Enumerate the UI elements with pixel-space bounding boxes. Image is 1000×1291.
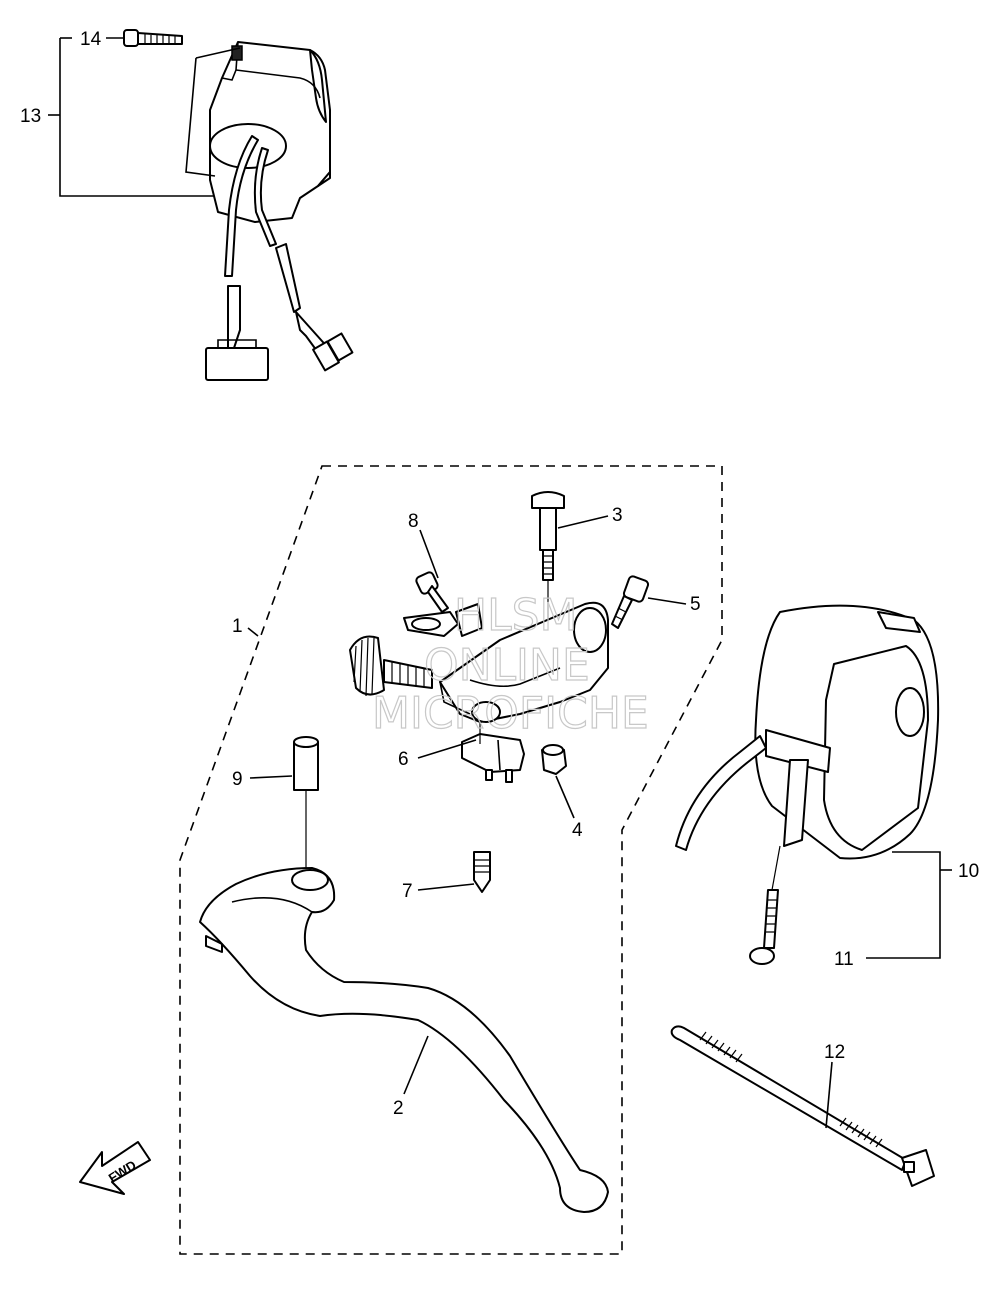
callout-11: 11 bbox=[834, 949, 854, 970]
kit-outline bbox=[179, 465, 723, 1255]
callout-6: 6 bbox=[398, 749, 409, 770]
callout-12: 12 bbox=[824, 1042, 845, 1063]
cable-tie bbox=[670, 1025, 935, 1187]
callout-4: 4 bbox=[572, 820, 583, 841]
watermark-line1: HLSM bbox=[454, 590, 578, 641]
callout-3: 3 bbox=[612, 505, 623, 526]
callout-8: 8 bbox=[408, 511, 419, 532]
switch-assembly-left bbox=[48, 29, 354, 381]
callout-2: 2 bbox=[393, 1098, 404, 1119]
callout-14: 14 bbox=[80, 29, 102, 50]
watermark-line3: MICROFICHE bbox=[372, 688, 649, 739]
lever-holder-assembly bbox=[293, 491, 650, 893]
watermark-line2: ONLINE bbox=[424, 640, 590, 691]
callout-5: 5 bbox=[690, 594, 701, 615]
lever bbox=[199, 867, 609, 1213]
leader-lines bbox=[247, 515, 833, 1129]
forward-direction-arrow-icon: FWD bbox=[79, 1141, 151, 1195]
callouts: 1 2 3 4 5 6 7 8 9 10 11 12 13 14 bbox=[20, 29, 979, 1119]
callout-9: 9 bbox=[232, 769, 243, 790]
callout-7: 7 bbox=[402, 881, 413, 902]
callout-10: 10 bbox=[958, 861, 979, 882]
callout-1: 1 bbox=[232, 616, 243, 637]
switch-assembly-right bbox=[675, 604, 952, 965]
watermark: HLSM ONLINE MICROFICHE bbox=[371, 589, 649, 739]
callout-13: 13 bbox=[20, 106, 41, 127]
